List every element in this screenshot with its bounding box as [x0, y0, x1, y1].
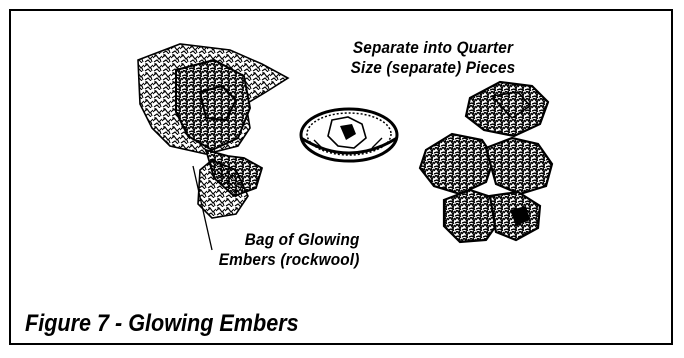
- separate-pieces-label-line2: Size (separate) Pieces: [330, 58, 537, 78]
- ember-bag-illustration: [138, 44, 288, 250]
- ember-bag-label: Bag of Glowing Embers (rockwool): [207, 230, 360, 270]
- quarter-coin-illustration: [301, 109, 397, 161]
- figure-caption: Figure 7 - Glowing Embers: [25, 310, 299, 338]
- ember-bag-label-line1: Bag of Glowing: [207, 230, 360, 250]
- ember-bag-label-line2: Embers (rockwool): [207, 250, 360, 270]
- ember-pieces-illustration: [420, 82, 552, 242]
- separate-pieces-label: Separate into Quarter Size (separate) Pi…: [330, 38, 537, 78]
- separate-pieces-label-line1: Separate into Quarter: [330, 38, 537, 58]
